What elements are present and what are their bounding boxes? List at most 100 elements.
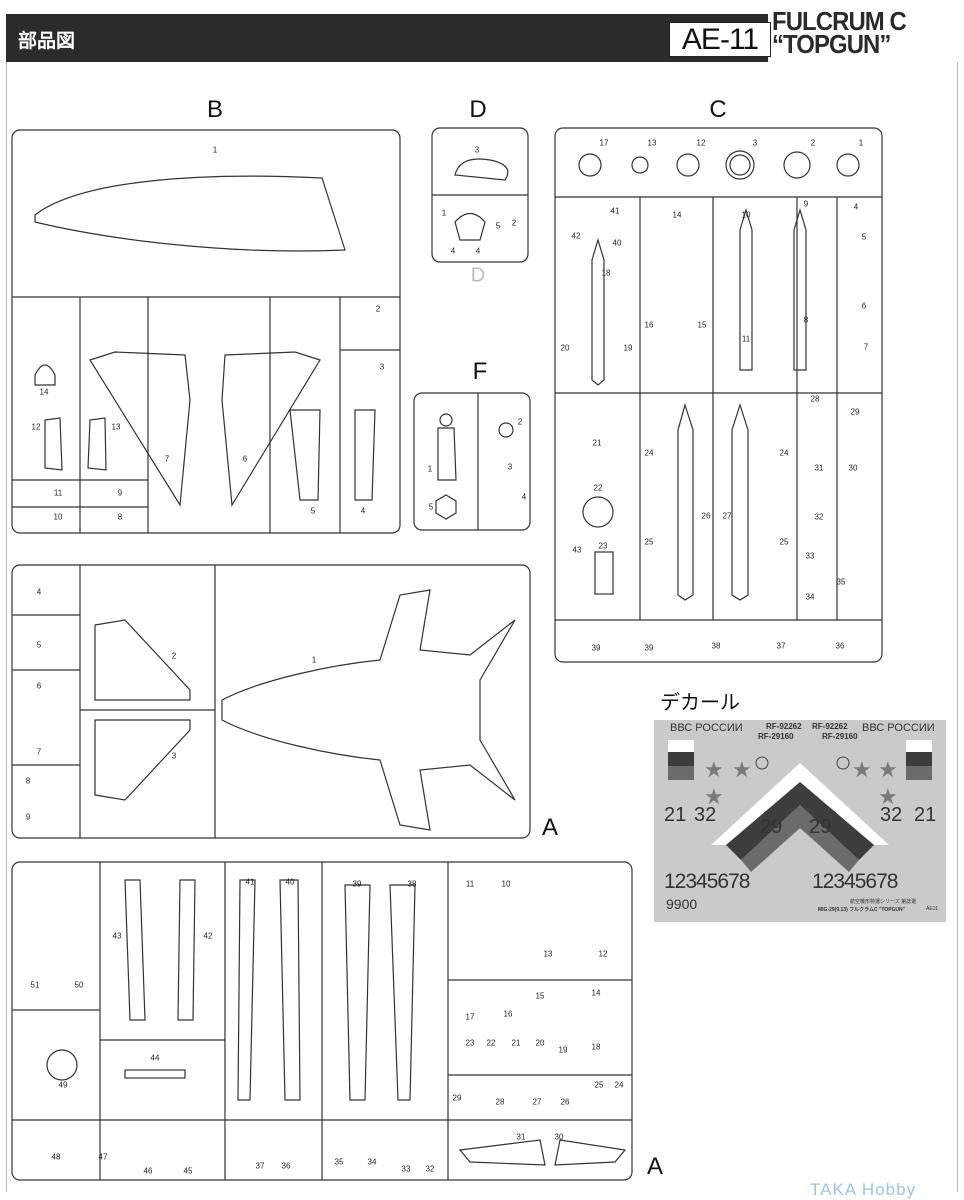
decal-reg1-left: RF-92262 [766,722,802,731]
svg-text:★: ★ [852,757,872,782]
decal-digits-small: 9900 [666,896,698,912]
part-number-b: 7 [164,454,170,464]
part-number-c: 21 [592,438,602,448]
part-number-c: 4 [853,202,859,212]
fin-part [344,884,371,1101]
decal-number-32-right: 32 [880,804,903,826]
part-number-c: 32 [814,512,824,522]
part-number-c: 35 [836,577,846,587]
part-number-b: 3 [379,362,385,372]
page-frame [6,62,958,1192]
part-number-a-top: 6 [36,681,42,691]
globe-icon [755,756,769,770]
part-number-a-bottom: 44 [150,1053,160,1063]
sprue-label-a-top: A [541,814,559,841]
part-number-a-bottom: 43 [112,931,122,941]
part-number-d: 4 [475,246,481,256]
part-number-a-bottom: 12 [598,949,608,959]
part-number-c: 15 [697,320,707,330]
fin-part [279,879,301,1101]
missile-part [677,402,694,601]
stand-part [435,494,457,520]
part-number-f: 5 [428,502,434,512]
part-number-a-bottom: 35 [334,1157,344,1167]
part-number-f: 1 [427,464,433,474]
part-number-a-top: 7 [36,747,42,757]
part-number-a-bottom: 26 [560,1097,570,1107]
part-number-c: 14 [672,210,682,220]
intake-cover-part [458,1139,546,1166]
part-number-a-bottom: 37 [255,1161,265,1171]
part-number-a-bottom: 28 [495,1097,505,1107]
part-number-b: 1 [212,145,218,155]
pilot-figure [498,422,514,438]
wheel-part [46,1049,78,1081]
part-number-a-bottom: 33 [401,1164,411,1174]
wing-upper-part [94,619,191,701]
part-number-c: 18 [601,268,611,278]
part-number-a-top: 2 [171,651,177,661]
part-number-b: 2 [375,304,381,314]
part-number-d: 1 [441,208,447,218]
part-number-b: 6 [242,454,248,464]
missile-part [731,403,749,601]
star-icons: ★★★ ★★★ [704,757,898,809]
part-number-c: 42 [571,231,581,241]
svg-text:★: ★ [878,784,898,809]
panel-part [87,417,107,471]
part-number-a-bottom: 11 [465,879,475,889]
sprue-sublabel-d: D [470,264,486,287]
part-number-c: 41 [610,206,620,216]
part-number-c: 34 [805,592,815,602]
part-number-a-bottom: 47 [98,1152,108,1162]
part-number-c: 16 [644,320,654,330]
svg-text:★: ★ [704,757,724,782]
sprue-c [554,127,883,663]
part-number-c: 19 [623,343,633,353]
decal-sheet: ★★★ ★★★ ВВС РОССИИ ВВС РОССИИ RF-92262 R… [654,720,946,922]
part-number-a-bottom: 17 [465,1012,475,1022]
sprue-b [11,129,401,534]
part-number-a-top: 8 [25,776,31,786]
decal-title: デカール [660,692,740,714]
part-number-c: 1 [858,138,864,148]
sprue-d [431,127,529,263]
part-number-f: 4 [521,492,527,502]
decal-number-21-right: 21 [914,804,937,826]
kit-name-line1: FULCRUM C [772,6,907,36]
part-number-c: 25 [644,537,654,547]
part-number-b: 9 [117,488,123,498]
pilot-figure [439,413,453,427]
part-number-a-top: 3 [171,751,177,761]
part-number-f: 3 [507,462,513,472]
decal-number-29-left: 29 [760,816,783,838]
part-number-c: 7 [863,342,869,352]
part-number-a-bottom: 27 [532,1097,542,1107]
part-number-c: 11 [741,334,751,344]
part-number-c: 12 [696,138,706,148]
part-number-b: 5 [310,506,316,516]
part-number-b: 14 [39,387,49,397]
header-bar: 部品図 AE-11 [6,14,771,62]
wing-lower-part [94,719,191,801]
flag-right [906,740,932,780]
part-number-c: 17 [599,138,609,148]
part-number-c: 30 [848,463,858,473]
wheel-part [582,496,614,528]
part-number-c: 33 [805,551,815,561]
globe-icon [836,756,850,770]
decal-product-text: MIG-29(9.13) フルクラムC "TOPGUN" [818,907,906,913]
part-number-a-bottom: 49 [58,1080,68,1090]
part-number-b: 12 [31,422,41,432]
decal-reg1-right: RF-92262 [812,722,848,731]
decal-series-text: 航空機形特選シリーズ 第誌選 [850,899,917,905]
part-number-c: 31 [814,463,824,473]
missile-part [591,237,605,386]
chevron-dark [726,782,874,860]
sprue-f [413,392,531,531]
part-number-a-bottom: 40 [285,877,295,887]
part-number-a-bottom: 34 [367,1157,377,1167]
part-number-c: 6 [861,301,867,311]
part-number-a-bottom: 32 [425,1164,435,1174]
